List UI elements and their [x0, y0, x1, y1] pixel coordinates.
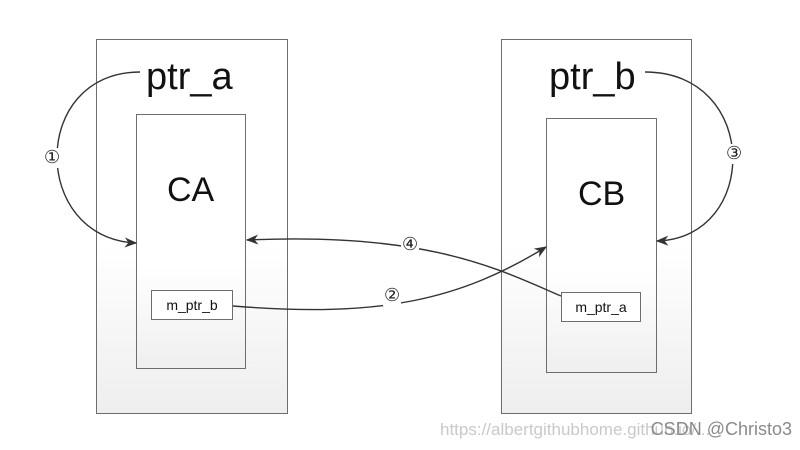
arrow-1: [56, 71, 141, 248]
ptr-a-label: ptr_a: [146, 56, 233, 98]
m-ptr-a-box: m_ptr_a: [561, 292, 641, 322]
step-2-label: ②: [383, 285, 402, 306]
cb-box: [546, 118, 657, 373]
step-3-label: ③: [725, 143, 744, 164]
ptr-b-label: ptr_b: [549, 56, 636, 98]
watermark-brand: CSDN @Christo3: [650, 419, 792, 439]
ca-box: [136, 114, 246, 369]
arrow-2: [232, 246, 548, 311]
ca-label: CA: [167, 171, 215, 209]
m-ptr-b-box: m_ptr_b: [151, 290, 233, 320]
cb-label: CB: [578, 175, 626, 213]
arrow-3: [644, 71, 734, 246]
step-1-label: ①: [43, 147, 62, 168]
step-4-label: ④: [401, 234, 420, 255]
watermark-url: https://albertgithubhome.github.io/...: [440, 420, 711, 439]
arrow-4: [245, 234, 562, 297]
